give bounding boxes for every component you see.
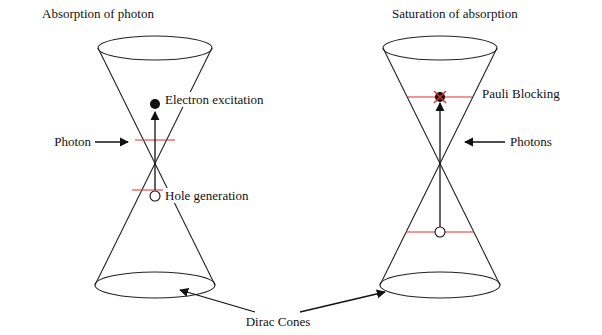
- cone-label: Dirac Cones: [244, 314, 313, 329]
- cone-top: [383, 36, 497, 60]
- electron-dot: [435, 92, 445, 102]
- hole-label: Hole generation: [163, 188, 250, 203]
- cone-bottom: [380, 272, 500, 298]
- excitation-arrow: [439, 103, 440, 227]
- hole-circle: [150, 191, 160, 201]
- cone-bottom: [95, 272, 215, 298]
- hole-circle: [435, 227, 445, 237]
- photon-arrow: [95, 141, 128, 142]
- photon-arrow: [465, 141, 505, 142]
- pauli-label: Pauli Blocking: [480, 86, 562, 101]
- cone-top: [98, 36, 212, 60]
- electron-label: Electron excitation: [163, 92, 266, 107]
- pointer-arrow: [300, 292, 385, 312]
- electron-dot: [150, 99, 160, 109]
- photon-label: Photons: [508, 134, 554, 149]
- panel-title: Saturation of absorption: [390, 6, 520, 21]
- photon-label: Photon: [52, 134, 93, 149]
- excitation-arrow: [154, 112, 155, 190]
- pointer-arrow: [180, 290, 255, 312]
- panel-title: Absorption of photon: [40, 6, 156, 21]
